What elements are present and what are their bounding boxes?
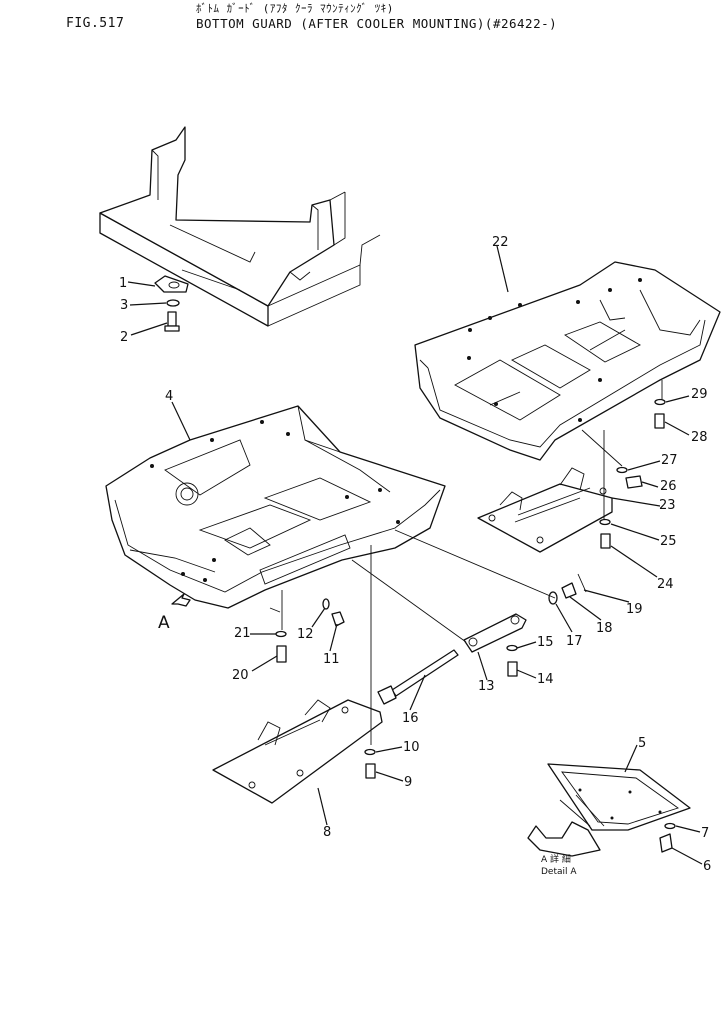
callout-8: 8 xyxy=(323,825,331,840)
callout-13: 13 xyxy=(478,679,495,694)
callout-26: 26 xyxy=(660,479,677,494)
part-5-tow-hook-detail xyxy=(527,763,691,857)
callout-3: 3 xyxy=(120,298,128,313)
part-8-lower-plate xyxy=(212,699,383,804)
part-20-bolt xyxy=(276,645,287,663)
view-arrow-a: A xyxy=(158,593,191,633)
part-2-bolt xyxy=(164,311,180,332)
hardware xyxy=(275,398,676,853)
callout-18: 18 xyxy=(596,621,613,636)
part-9-bolt xyxy=(365,763,376,779)
diagram-title: BOTTOM GUARD (AFTER COOLER MOUNTING)(#26… xyxy=(196,16,558,31)
callout-25: 25 xyxy=(660,534,677,549)
callout-24: 24 xyxy=(657,577,674,592)
callout-4: 4 xyxy=(165,389,173,404)
part-23-mount-plate xyxy=(477,467,613,553)
part-17-washer xyxy=(548,591,558,605)
callout-12: 12 xyxy=(297,627,314,642)
part-3-washer xyxy=(166,299,180,307)
callout-23: 23 xyxy=(659,498,676,513)
part-1-bracket xyxy=(154,275,189,293)
part-11-bolt xyxy=(331,611,345,627)
callout-2: 2 xyxy=(120,330,128,345)
callout-28: 28 xyxy=(691,430,708,445)
callout-21: 21 xyxy=(234,626,251,641)
part-21-washer xyxy=(275,630,287,638)
part-6-bolt xyxy=(659,833,673,853)
callout-29: 29 xyxy=(691,387,708,402)
callout-15: 15 xyxy=(537,635,554,650)
callout-numbers: 1 2 3 4 5 6 7 8 9 10 11 12 13 14 15 16 1… xyxy=(119,235,711,874)
part-24-bolt xyxy=(600,533,611,549)
callout-20: 20 xyxy=(232,668,249,683)
part-27-washer xyxy=(616,466,628,474)
view-marker-label: A xyxy=(158,613,170,633)
part-18-nut xyxy=(561,582,577,599)
callout-9: 9 xyxy=(404,775,412,790)
callout-19: 19 xyxy=(626,602,643,617)
part-29-washer xyxy=(654,398,666,406)
callout-5: 5 xyxy=(638,736,646,751)
callout-17: 17 xyxy=(566,634,583,649)
callout-16: 16 xyxy=(402,711,419,726)
detail-kana: A 詳 細 xyxy=(541,853,571,865)
part-26-bolt xyxy=(625,475,643,489)
part-15-washer xyxy=(506,644,518,652)
callout-6: 6 xyxy=(703,859,711,874)
callout-14: 14 xyxy=(537,672,554,687)
callout-27: 27 xyxy=(661,453,678,468)
callout-7: 7 xyxy=(701,826,709,841)
part-4-front-guard xyxy=(105,405,446,609)
part-12-pin xyxy=(322,598,330,610)
part-25-washer xyxy=(599,518,611,526)
part-16-long-bolt xyxy=(377,649,459,705)
detail-a-caption: A 詳 細 Detail A xyxy=(541,853,577,877)
part-14-bolt xyxy=(507,661,518,677)
callout-1: 1 xyxy=(119,276,127,291)
part-7-washer xyxy=(664,822,676,830)
part-13-link-bar xyxy=(463,613,527,653)
callout-22: 22 xyxy=(492,235,509,250)
part-28-bolt xyxy=(654,413,665,429)
part-10-washer xyxy=(364,748,376,756)
part-22-upper-guard xyxy=(414,261,721,461)
leader-lines xyxy=(127,245,703,865)
callout-10: 10 xyxy=(403,740,420,755)
machine-frame xyxy=(99,126,381,327)
title-katakana: ﾎﾞﾄﾑ ｶﾞｰﾄﾞ (ｱﾌﾀ ｸｰﾗ ﾏｳﾝﾃｨﾝｸﾞ ﾂｷ) xyxy=(196,2,394,15)
part-19-pin xyxy=(577,573,587,593)
figure-number: FIG.517 xyxy=(66,16,125,31)
detail-label: Detail A xyxy=(541,867,577,877)
assembly-lines xyxy=(269,380,663,745)
callout-11: 11 xyxy=(323,652,340,667)
